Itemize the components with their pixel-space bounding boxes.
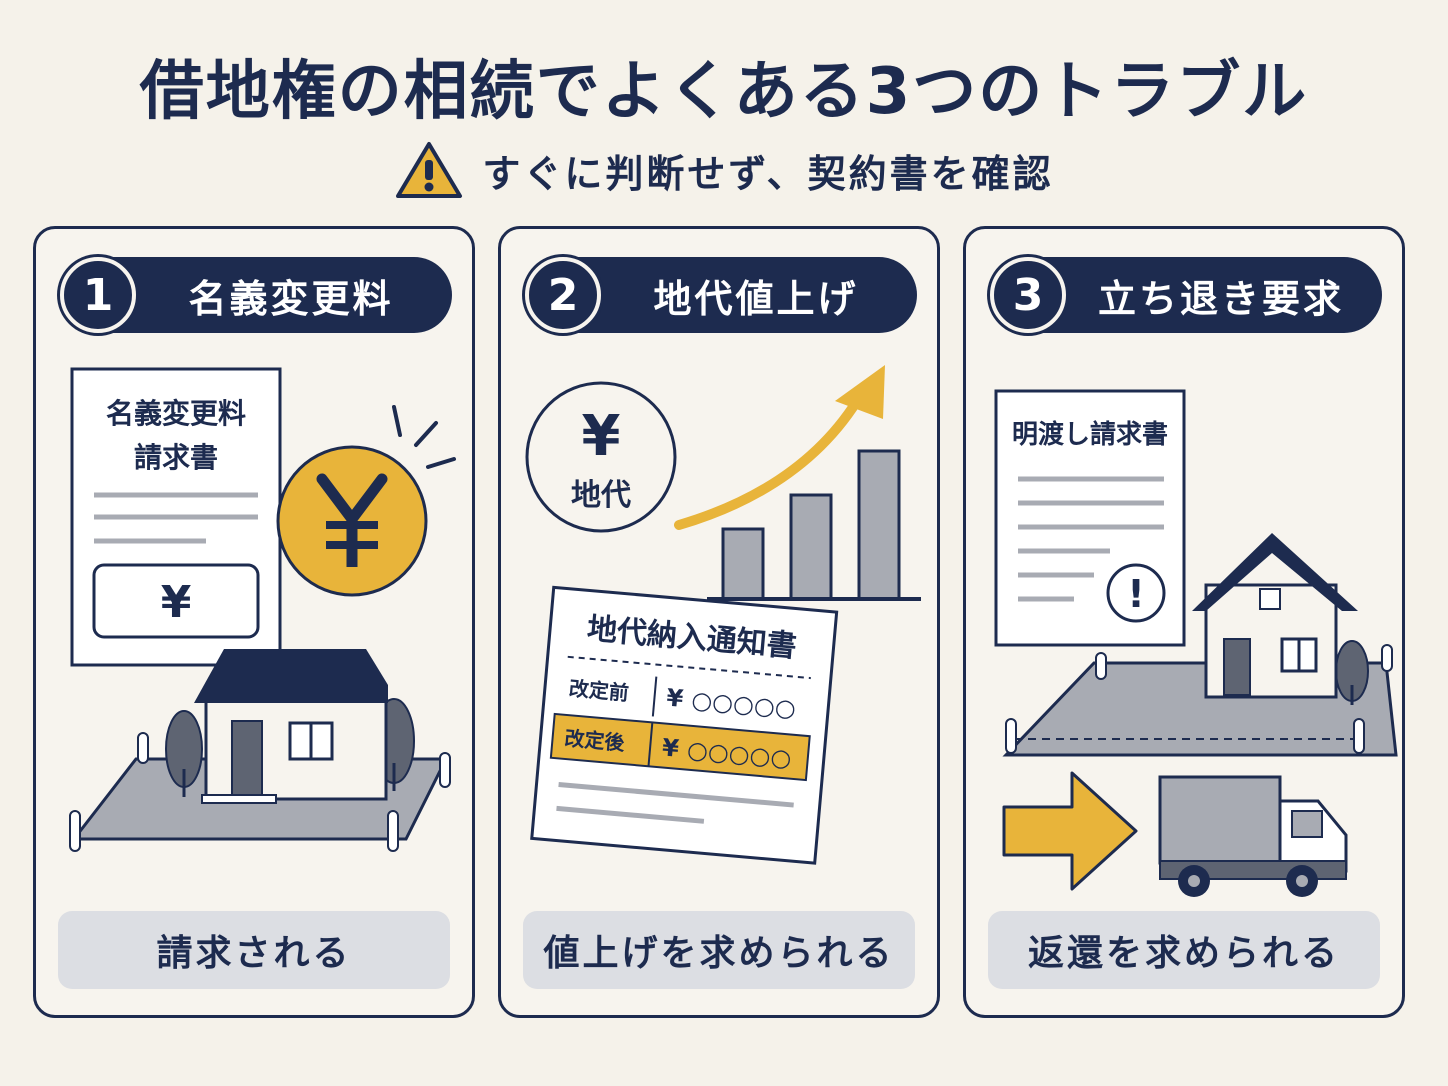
rent-coin-icon: ¥ 地代 [525,381,677,533]
panel-banner: 3 立ち退き要求 [990,257,1382,333]
number-badge: 3 [990,257,1066,333]
rent-coin-label: 地代 [571,478,631,513]
panel-rent-increase: 2 地代値上げ ¥ 地代 地代納入通知書 改定前 ¥ ○○○○○ [498,226,940,1018]
invoice-document-icon: 名義変更料 請求書 ¥ [70,367,282,667]
number-badge: 1 [60,257,136,333]
yen-coin-icon [276,405,456,597]
panel-footer: 返還を求められる [988,911,1380,989]
before-label: 改定前 [568,676,630,705]
panel-heading: 地代値上げ [653,276,859,321]
alert-icon: ! [1127,572,1144,616]
invoice-title-line1: 名義変更料 [106,397,246,430]
bar-chart-icon [707,449,921,601]
panel-eviction: 3 立ち退き要求 明渡し請求書 ! [963,226,1405,1018]
warning-icon [396,142,463,198]
subtitle-row: すぐに判断せず、契約書を確認 [0,140,1448,200]
panel-footer: 値上げを求められる [523,911,915,989]
number-badge: 2 [525,257,601,333]
eviction-illustration: 明渡し請求書 ! [994,389,1398,897]
page-title: 借地権の相続でよくある3つのトラブル [139,55,1309,129]
eviction-doc-title: 明渡し請求書 [1012,419,1168,450]
panel-heading: 立ち退き要求 [1097,276,1344,321]
rent-notice-document: 地代納入通知書 改定前 ¥ ○○○○○ 改定後 ¥ ○○○○○ [530,585,839,865]
rent-coin-yen: ¥ [582,404,621,469]
rent-increase-illustration: ¥ 地代 地代納入通知書 改定前 ¥ ○○○○○ 改定後 ¥ ○○○○○ [525,365,921,865]
invoice-title-line2: 請求書 [134,441,218,474]
move-out-arrow-icon [1002,771,1138,891]
subtitle-text: すぐに判断せず、契約書を確認 [482,151,1054,196]
after-label: 改定後 [564,726,627,755]
panel-banner: 2 地代値上げ [525,257,917,333]
house-icon [1192,533,1358,699]
moving-truck-icon [1158,775,1348,897]
panel-footer: 請求される [58,911,450,989]
panel-banner: 1 名義変更料 [60,257,452,333]
transfer-fee-illustration: 名義変更料 請求書 ¥ [69,367,456,852]
trend-up-arrow-icon [674,365,885,530]
invoice-yen: ¥ [161,577,192,628]
house-icon [194,649,388,804]
eviction-document-icon: 明渡し請求書 ! [994,389,1186,647]
panel-heading: 名義変更料 [188,276,394,321]
panel-transfer-fee: 1 名義変更料 名義変更料 請求書 ¥ [33,226,475,1018]
